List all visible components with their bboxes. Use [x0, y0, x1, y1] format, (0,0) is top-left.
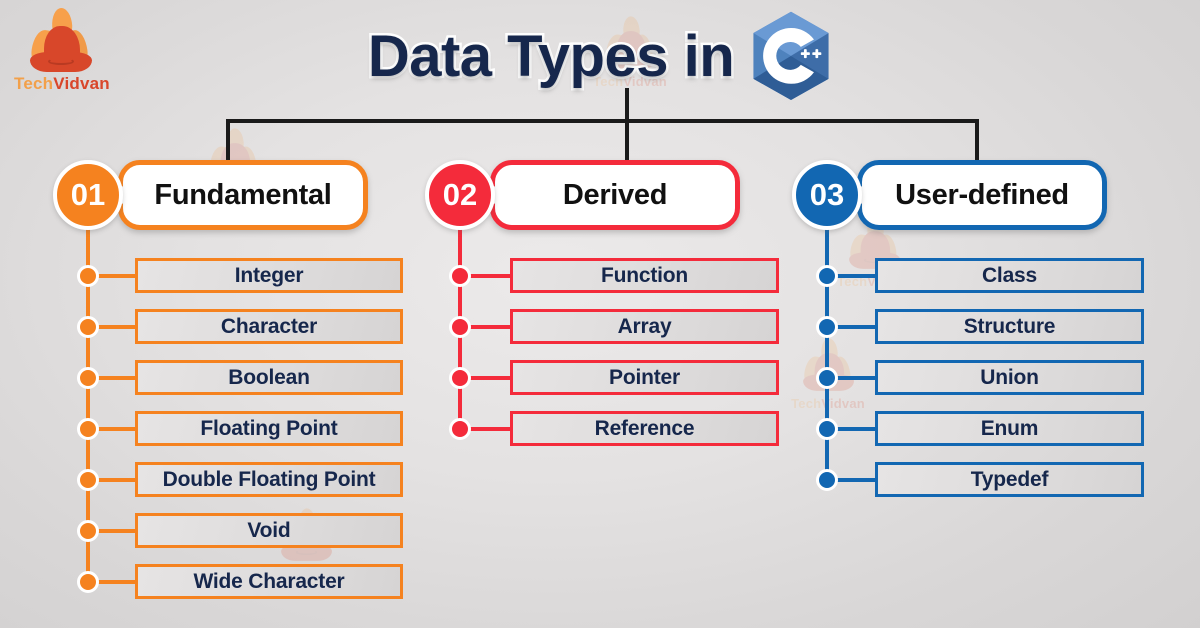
- item-label-2-4: Typedef: [970, 467, 1049, 491]
- item-connector-0-0: [88, 273, 135, 278]
- branch-badge-1[interactable]: 02: [425, 160, 495, 230]
- branch-number-0: 01: [70, 177, 106, 212]
- item-box-0-4[interactable]: Double Floating Point: [135, 462, 403, 497]
- item-connector-1-2: [460, 375, 510, 380]
- branch-header-0[interactable]: Fundamental: [118, 160, 368, 230]
- item-bullet-0-2: [77, 366, 99, 389]
- branch-label-0: Fundamental: [154, 178, 332, 211]
- item-connector-1-0: [460, 273, 510, 278]
- item-connector-0-4: [88, 477, 135, 482]
- item-label-1-0: Function: [600, 263, 689, 287]
- item-label-2-2: Union: [980, 365, 1039, 389]
- item-bullet-0-3: [77, 417, 99, 440]
- item-connector-0-5: [88, 528, 135, 533]
- branch-label-2: User-defined: [895, 178, 1069, 211]
- item-bullet-2-3: [816, 417, 838, 440]
- item-connector-2-3: [827, 426, 875, 431]
- cpp-hexagon-icon: [750, 10, 832, 102]
- page-title: Data Types in: [365, 21, 737, 91]
- item-box-0-3[interactable]: Floating Point: [135, 411, 403, 446]
- item-connector-0-3: [88, 426, 135, 431]
- item-label-2-3: Enum: [980, 416, 1039, 440]
- item-label-0-3: Floating Point: [200, 416, 338, 440]
- item-box-0-2[interactable]: Boolean: [135, 360, 403, 395]
- branch-header-2[interactable]: User-defined: [857, 160, 1107, 230]
- item-bullet-0-0: [77, 264, 99, 287]
- item-label-0-1: Character: [220, 314, 318, 338]
- branch-header-1[interactable]: Derived: [490, 160, 740, 230]
- item-connector-2-1: [827, 324, 875, 329]
- item-bullet-1-0: [449, 264, 471, 287]
- item-box-0-5[interactable]: Void: [135, 513, 403, 548]
- item-bullet-2-0: [816, 264, 838, 287]
- item-bullet-0-6: [77, 570, 99, 593]
- branch-spine-1: [458, 195, 462, 429]
- branch-number-1: 02: [442, 177, 478, 212]
- item-connector-1-3: [460, 426, 510, 431]
- item-connector-0-2: [88, 375, 135, 380]
- item-bullet-2-2: [816, 366, 838, 389]
- item-box-2-4[interactable]: Typedef: [875, 462, 1144, 497]
- item-label-1-2: Pointer: [609, 365, 680, 389]
- item-connector-2-4: [827, 477, 875, 482]
- item-label-0-5: Void: [247, 518, 291, 542]
- item-label-0-2: Boolean: [228, 365, 310, 389]
- connector-bracket: [226, 88, 979, 165]
- item-label-0-4: Double Floating Point: [162, 467, 376, 491]
- item-box-2-2[interactable]: Union: [875, 360, 1144, 395]
- item-bullet-1-2: [449, 366, 471, 389]
- item-label-0-6: Wide Character: [193, 569, 345, 593]
- branch-label-1: Derived: [562, 178, 668, 211]
- item-connector-2-0: [827, 273, 875, 278]
- item-label-1-3: Reference: [594, 416, 695, 440]
- item-box-0-0[interactable]: Integer: [135, 258, 403, 293]
- item-connector-2-2: [827, 375, 875, 380]
- item-bullet-2-4: [816, 468, 838, 491]
- item-connector-1-1: [460, 324, 510, 329]
- title-row: Data Types in: [0, 11, 1200, 101]
- item-box-1-2[interactable]: Pointer: [510, 360, 779, 395]
- item-box-2-0[interactable]: Class: [875, 258, 1144, 293]
- item-label-2-1: Structure: [963, 314, 1056, 338]
- item-bullet-1-1: [449, 315, 471, 338]
- branch-badge-0[interactable]: 01: [53, 160, 123, 230]
- item-box-2-3[interactable]: Enum: [875, 411, 1144, 446]
- meditating-figure-icon: [14, 7, 106, 72]
- item-connector-0-6: [88, 579, 135, 584]
- branch-number-2: 03: [809, 177, 845, 212]
- item-box-2-1[interactable]: Structure: [875, 309, 1144, 344]
- item-box-0-1[interactable]: Character: [135, 309, 403, 344]
- item-label-2-0: Class: [981, 263, 1038, 287]
- item-label-1-1: Array: [617, 314, 672, 338]
- item-box-1-3[interactable]: Reference: [510, 411, 779, 446]
- techvidvan-logo: TechVidvan: [14, 7, 110, 96]
- brand-name-vidvan: Vidvan: [53, 74, 110, 93]
- item-label-0-0: Integer: [234, 263, 304, 287]
- item-bullet-1-3: [449, 417, 471, 440]
- brand-name-tech: Tech: [14, 74, 54, 93]
- brand-wordmark: TechVidvan: [14, 74, 110, 94]
- item-bullet-2-1: [816, 315, 838, 338]
- item-box-1-1[interactable]: Array: [510, 309, 779, 344]
- item-box-1-0[interactable]: Function: [510, 258, 779, 293]
- item-bullet-0-5: [77, 519, 99, 542]
- item-bullet-0-1: [77, 315, 99, 338]
- branch-badge-2[interactable]: 03: [792, 160, 862, 230]
- item-box-0-6[interactable]: Wide Character: [135, 564, 403, 599]
- item-bullet-0-4: [77, 468, 99, 491]
- item-connector-0-1: [88, 324, 135, 329]
